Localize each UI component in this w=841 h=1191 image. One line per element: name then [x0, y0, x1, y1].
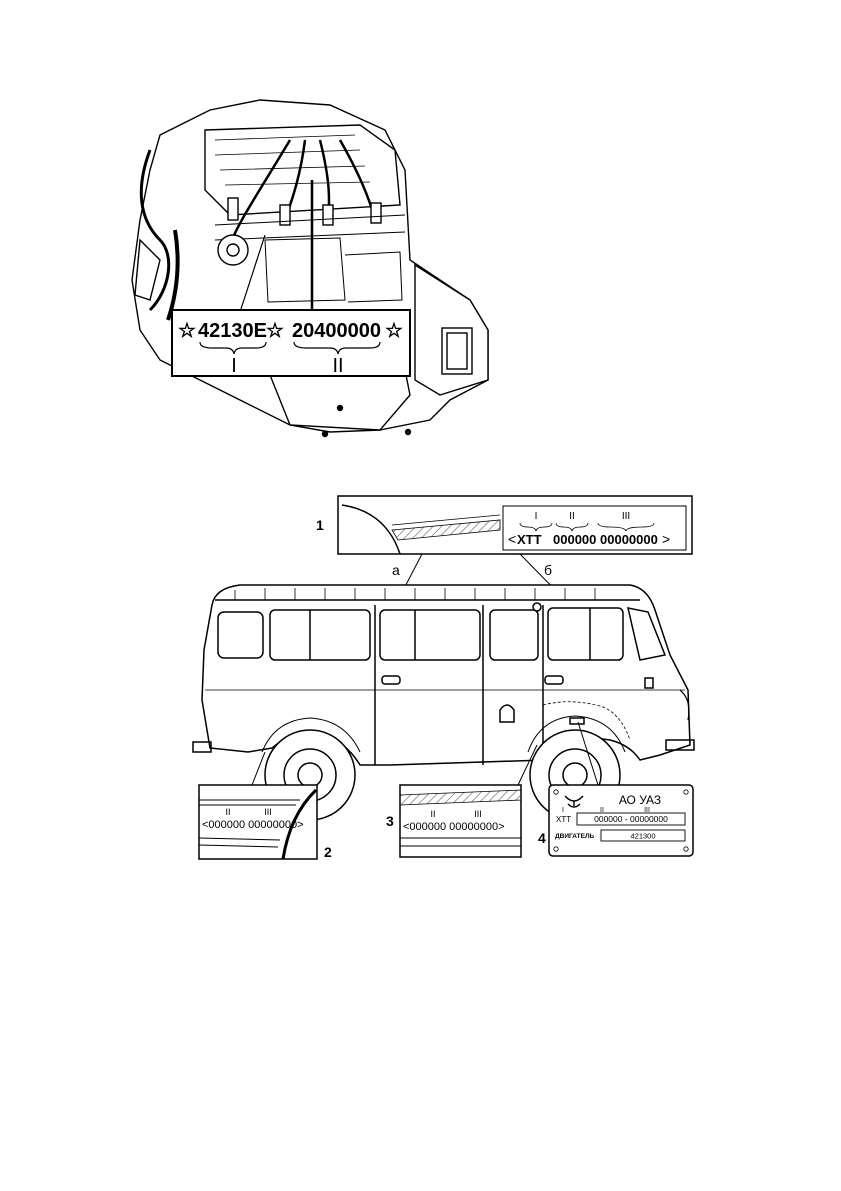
- callout-2: 2: [324, 844, 332, 860]
- engine-group-label-1: I: [231, 355, 237, 377]
- vin1-model: 000000: [553, 532, 596, 547]
- view-label-a: а: [392, 562, 400, 578]
- vin2-group-label-1: II: [225, 807, 230, 817]
- vin1-open-bracket: <: [508, 531, 516, 547]
- callout-3: 3: [386, 813, 394, 829]
- plate-engine-label: ДВИГАТЕЛЬ: [555, 833, 595, 840]
- vin2-text: <000000 00000000>: [202, 819, 304, 831]
- vin1-close-bracket: >: [662, 531, 670, 547]
- vin3-group-label-2: III: [474, 809, 482, 819]
- engine-model-code: 42130E: [198, 320, 267, 342]
- plate-vin-value: 000000 - 00000000: [594, 814, 668, 824]
- vin1-group-label-2: II: [569, 511, 575, 522]
- plate-maker: АО УАЗ: [619, 793, 661, 807]
- vin2-group-label-2: III: [264, 807, 272, 817]
- vin1-prefix: ХТТ: [517, 532, 542, 547]
- plate-engine-value: 421300: [630, 832, 655, 841]
- vin1-group-label-3: III: [622, 511, 630, 522]
- view-label-b: б: [544, 562, 552, 578]
- star-mark-3: ☆: [385, 320, 403, 342]
- vin3-text: <000000 00000000>: [403, 821, 505, 833]
- vin1-group-label-1: I: [535, 511, 538, 522]
- callout-1: 1: [316, 517, 324, 533]
- plate-vin-prefix: ХТТ: [556, 815, 571, 824]
- star-mark-2: ☆: [266, 320, 284, 342]
- callout-4: 4: [538, 830, 546, 846]
- vin1-serial: 00000000: [600, 532, 658, 547]
- engine-number-plate: ☆ 42130E ☆ 20400000 ☆ I II: [172, 310, 410, 377]
- star-mark-1: ☆: [178, 320, 196, 342]
- engine-serial-number: 20400000: [292, 320, 381, 342]
- engine-illustration: [132, 100, 488, 437]
- vin3-group-label-1: II: [430, 809, 435, 819]
- plate-group-label-1: I: [562, 807, 564, 814]
- engine-group-label-2: II: [332, 355, 343, 377]
